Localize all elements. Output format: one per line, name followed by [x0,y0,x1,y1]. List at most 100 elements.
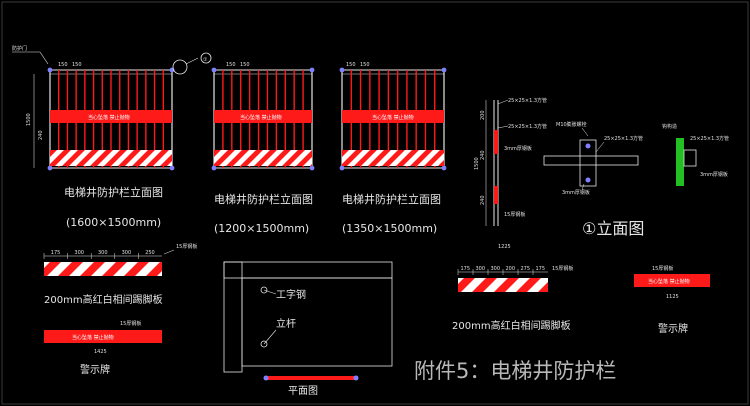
attachment-title: 附件5：电梯井防护栏 [414,359,616,383]
tube-label-1: 25×25×1.3方管 [508,97,547,104]
warning-sign-left: 15厚钢板 当心坠落 禁止抛物 1425 警示牌 [44,320,162,376]
stripe [424,150,444,166]
hook-detail: 钩构造 25×25×1.3方管 3mm厚钢板 [662,123,729,186]
toe-board-dim: 300 [122,250,132,256]
stripe [90,150,113,166]
panel-3-toe-board [342,150,444,166]
elevation-panel-2: 150 150 当心坠落 禁止抛物 电梯井防护栏立面图 (1200×1500mm… [211,62,315,235]
stripe [516,278,541,292]
stripe [226,150,249,166]
post-base [211,165,217,171]
stripe [104,150,127,166]
toe-board-dim: 175 [536,266,546,272]
toe-board-dim: 175 [51,250,61,256]
tag-15-sign: 15厚钢板 [120,320,141,327]
toe-board-dim: 250 [145,250,155,256]
tag-15-right: 15厚钢板 [652,265,673,272]
dim-1500-side: 1500 [474,157,480,170]
stripe [132,150,155,166]
tag-15-side: 15厚钢板 [504,211,525,218]
panel-2-title: 电梯井防护栏立面图 [214,192,313,206]
dim-150-d: 150 [240,62,250,68]
stripe [342,150,363,166]
panel-1-title: 电梯井防护栏立面图 [64,185,163,199]
post-cap [339,67,345,73]
toe-board-stripes [50,150,172,166]
stripe [438,160,444,166]
post-cap [309,67,315,73]
dim-150-e: 150 [346,62,356,68]
stripe [354,150,377,166]
toe-board-stripes [214,150,312,166]
toe-board-dim: 175 [461,266,471,272]
stripe [146,150,169,166]
stripe [124,262,149,276]
toe-board-dim: 275 [521,266,531,272]
stripe [472,278,497,292]
side-section: 200 240 240 1500 25×25×1.3方管 25×25×1.3方管… [474,97,547,226]
toe-board-left-stripes [44,262,162,276]
elevation-panel-1: 防护门 150 150 1500 240 当心坠落 禁止抛物 ① 电梯井防护栏立… [12,45,212,229]
hook-post [676,138,684,186]
panel-2-toe-board [214,150,312,166]
stripe [240,150,263,166]
warning-sign-right-label: 警示牌 [658,322,688,335]
tube-label-4: 25×25×1.3方管 [690,135,729,142]
circle-num-label: ① [203,57,208,63]
stripe [538,282,548,292]
detail-circle [172,59,188,75]
toe-board-stripes [458,278,548,292]
toe-board-center-stripes [458,278,548,292]
stripe [50,150,57,157]
i-beam-label: 工字钢 [276,288,306,301]
warning-sign-left-text: 当心坠落 禁止抛物 [72,334,114,341]
dim-150-b: 150 [72,62,82,68]
toe-board-stripes [342,150,444,166]
post-base [309,165,315,171]
toe-board-dim: 200 [506,266,516,272]
stripe [382,150,405,166]
stripe [102,262,127,276]
plan-rail [264,376,358,380]
warning-sign-right-text: 当心坠落 禁止抛物 [648,278,690,285]
bolt-head-top [585,143,591,149]
dim-1500-p1: 1500 [26,113,32,126]
panel-1-size: (1600×1500mm) [66,216,161,229]
stripe [396,150,419,166]
dim-1125: 1125 [666,294,679,300]
warning-sign-left-label: 警示牌 [80,363,110,376]
tube-label-3: 25×25×1.3方管 [604,135,643,142]
dim-240-p1: 240 [38,130,44,140]
warning-sign-right: 15厚钢板 当心坠落 禁止抛物 1125 警示牌 [634,265,710,335]
panel-2-size: (1200×1500mm) [214,222,309,235]
stripe [254,150,277,166]
stripe [342,150,349,157]
toe-board-dim: 300 [491,266,501,272]
toe-board-stripes [44,262,162,276]
post-base [339,165,345,171]
steel-plate-hook: 3mm厚钢板 [700,171,728,178]
hook-label: 钩构造 [662,123,677,130]
stripe [458,278,475,292]
post-cap [211,67,217,73]
stripe [160,154,172,166]
stripe [76,150,99,166]
panel-1-sign-text: 当心坠落 禁止抛物 [88,114,130,121]
dim-240-side-a: 240 [480,150,486,160]
guard-door-label: 防护门 [12,45,27,52]
steel-plate-label: 3mm厚钢板 [562,189,590,196]
dim-1425: 1425 [94,349,107,355]
stripe [494,278,519,292]
dim-1225: 1225 [498,244,511,250]
front-elevation-label: ①立面图 [582,219,644,238]
panel-2-sign-text: 当心坠落 禁止抛物 [240,114,282,121]
toe-board-dim: 300 [74,250,84,256]
stripe [282,150,305,166]
stripe [80,262,105,276]
stripe [118,150,141,166]
post-base [169,165,175,171]
dim-150-f: 150 [360,62,370,68]
